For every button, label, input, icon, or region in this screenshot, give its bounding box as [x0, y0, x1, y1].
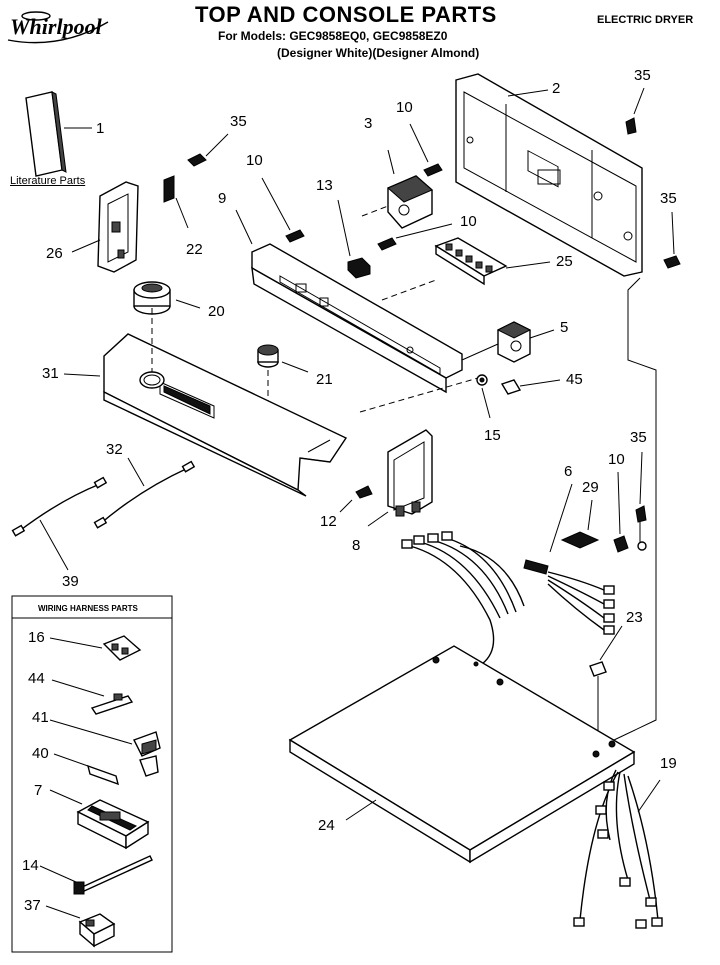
part-35-screw-b [625, 87, 645, 135]
literature-parts-label: Literature Parts [10, 175, 86, 187]
callout-9: 9 [218, 190, 226, 207]
callout-39: 39 [62, 573, 79, 590]
callout-35-d: 35 [630, 429, 647, 446]
part-9-console-panel [235, 209, 463, 394]
brand-swoosh [7, 11, 109, 44]
callout-16: 16 [28, 629, 45, 646]
callout-21: 21 [316, 371, 333, 388]
ground-wire [597, 277, 657, 758]
part-44-terminal [51, 679, 134, 715]
callout-35-b: 35 [634, 67, 651, 84]
callout-29: 29 [582, 479, 599, 496]
part-2-control-panel-back [455, 73, 643, 277]
part-40-sleeve [53, 753, 159, 786]
callout-32: 32 [106, 441, 123, 458]
part-16-connector [49, 635, 142, 661]
callout-14: 14 [22, 857, 39, 874]
part-10-screw-d [613, 471, 629, 553]
part-29-terminal [560, 499, 600, 549]
part-10-screw-c [377, 223, 453, 251]
part-22-clip [163, 175, 189, 229]
part-35-screw-a [187, 133, 229, 167]
callout-6: 6 [564, 463, 572, 480]
callout-44: 44 [28, 670, 45, 687]
part-15-clip [476, 374, 491, 419]
callout-26: 26 [46, 245, 63, 262]
part-26-endcap [71, 181, 139, 273]
part-25-pushbutton-switch [381, 237, 551, 301]
part-10-screw-b [261, 177, 305, 243]
wiring-harness-title: WIRING HARNESS PARTS [38, 604, 138, 613]
part-6-harness [401, 483, 615, 665]
part-10-screw-a [409, 123, 443, 177]
part-12-screw [339, 485, 373, 513]
part-8-endcap [367, 429, 433, 527]
callout-41: 41 [32, 709, 49, 726]
callout-35-a: 35 [230, 113, 247, 130]
color-variants: (Designer White)(Designer Almond) [277, 46, 480, 60]
callout-8: 8 [352, 537, 360, 554]
callout-labels: 1 2 3 10 35 35 10 13 9 35 10 22 26 25 20… [22, 67, 677, 914]
callout-15: 15 [484, 427, 501, 444]
part-32-wire [93, 457, 196, 529]
callout-25: 25 [556, 253, 573, 270]
part-19-harness [573, 769, 663, 929]
callout-10-c: 10 [460, 213, 477, 230]
part-39-wire [11, 476, 108, 571]
callout-31: 31 [42, 365, 59, 382]
callout-23: 23 [626, 609, 643, 626]
callout-3: 3 [364, 115, 372, 132]
part-35-screw-d [635, 451, 647, 551]
callout-10-b: 10 [246, 152, 263, 169]
callout-45: 45 [566, 371, 583, 388]
callout-19: 19 [660, 755, 677, 772]
model-list: For Models: GEC9858EQ0, GEC9858EZ0 [218, 29, 448, 43]
callout-12: 12 [320, 513, 337, 530]
part-24-top-panel [288, 645, 636, 864]
part-7-connector-block [49, 789, 150, 850]
callout-5: 5 [560, 319, 568, 336]
part-1-literature [25, 91, 92, 177]
part-35-screw-c [663, 211, 681, 269]
part-41-connector [49, 719, 161, 757]
part-23-clip [589, 625, 623, 677]
callout-35-c: 35 [660, 190, 677, 207]
callout-20: 20 [208, 303, 225, 320]
part-13-switch [337, 199, 371, 279]
page-title: TOP AND CONSOLE PARTS [195, 2, 497, 27]
part-20-knob [133, 281, 201, 315]
callout-37: 37 [24, 897, 41, 914]
callout-10-d: 10 [608, 451, 625, 468]
part-45-bracket [500, 379, 561, 395]
callout-24: 24 [318, 817, 335, 834]
part-14-cable-tie [39, 855, 153, 895]
callout-13: 13 [316, 177, 333, 194]
callout-22: 22 [186, 241, 203, 258]
callout-2: 2 [552, 80, 560, 97]
product-type: ELECTRIC DRYER [597, 14, 694, 26]
callout-10-a: 10 [396, 99, 413, 116]
part-37-connector [45, 905, 116, 948]
callout-40: 40 [32, 745, 49, 762]
wiring-harness-box [11, 595, 173, 953]
callout-7: 7 [34, 782, 42, 799]
part-5-start-switch [461, 321, 555, 363]
part-3-timer [361, 149, 433, 229]
callout-1: 1 [96, 120, 104, 137]
part-31-console [63, 308, 348, 497]
